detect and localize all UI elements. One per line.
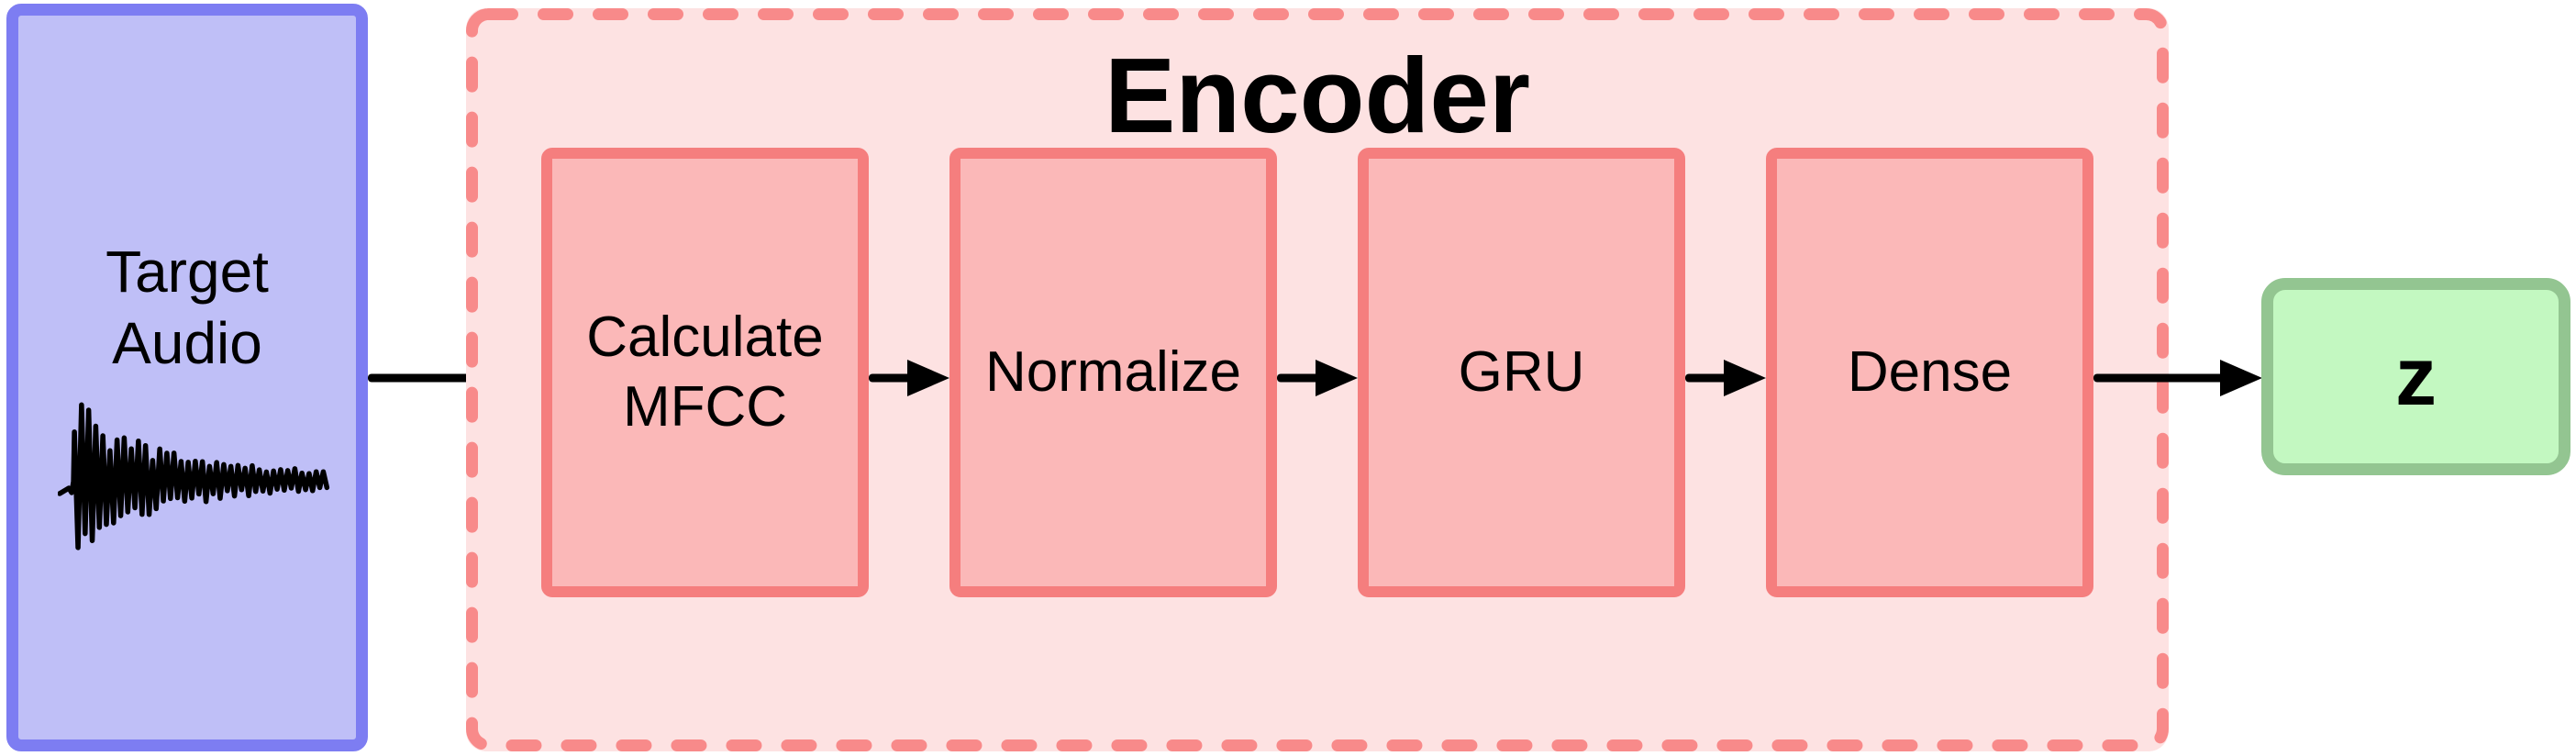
arrow-head-icon bbox=[2220, 360, 2262, 396]
stage-dense: Dense bbox=[1766, 148, 2093, 597]
stage-gap-1 bbox=[869, 148, 949, 597]
audio-waveform-icon bbox=[58, 402, 330, 550]
arrow-head-icon bbox=[1316, 360, 1358, 396]
arrow-shaft bbox=[1277, 373, 1321, 383]
arrow-shaft bbox=[2093, 373, 2226, 383]
arrow-stage-3-to-4 bbox=[1685, 360, 1766, 396]
arrow-shaft bbox=[368, 373, 504, 383]
arrow-shaft bbox=[1685, 373, 1729, 383]
arrow-stage-2-to-3 bbox=[1277, 360, 1358, 396]
stage-label-normalize: Normalize bbox=[984, 340, 1242, 404]
stage-label-dense: Dense bbox=[1847, 340, 2013, 404]
arrow-dense-to-z bbox=[2093, 360, 2262, 396]
stage-label-gru: GRU bbox=[1458, 340, 1585, 404]
audio-waveform-line bbox=[58, 402, 330, 550]
stage-gap-2 bbox=[1277, 148, 1358, 597]
stage-gap-3 bbox=[1685, 148, 1766, 597]
stage-normalize: Normalize bbox=[949, 148, 1277, 597]
encoder-title: Encoder bbox=[1104, 36, 1531, 155]
stage-gru: GRU bbox=[1358, 148, 1685, 597]
arrow-head-icon bbox=[1724, 360, 1766, 396]
latent-z-label: z bbox=[2395, 330, 2437, 423]
latent-z-node: z bbox=[2261, 278, 2570, 475]
arrow-head-icon bbox=[907, 360, 949, 396]
arrow-shaft bbox=[869, 373, 913, 383]
arrow-stage-1-to-2 bbox=[869, 360, 949, 396]
